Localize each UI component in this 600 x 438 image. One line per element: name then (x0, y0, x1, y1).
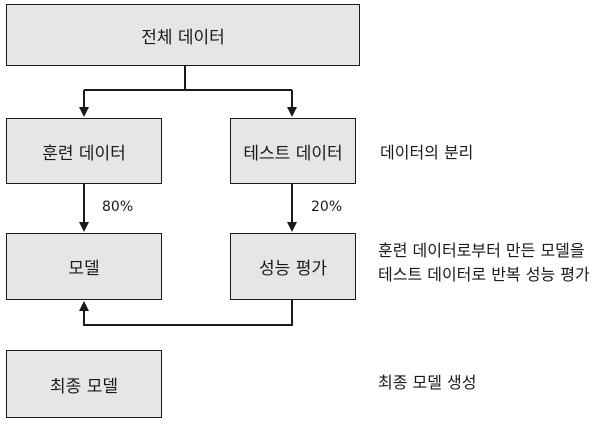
test-percentage: 20% (311, 199, 343, 215)
box-model: 모델 (6, 233, 162, 300)
annotation-evaluation-line1: 훈련 데이터로부터 만든 모델을 (378, 241, 585, 260)
box-train-data: 훈련 데이터 (6, 118, 162, 184)
box-final-model: 최종 모델 (6, 350, 162, 418)
annotation-split: 데이터의 분리 (380, 143, 474, 162)
train-percentage: 80% (102, 199, 134, 215)
box-all-data-label: 전체 데이터 (141, 27, 225, 48)
box-test-data-label: 테스트 데이터 (243, 143, 343, 164)
annotation-final: 최종 모델 생성 (378, 373, 477, 392)
box-final-model-label: 최종 모델 (50, 376, 118, 397)
box-all-data: 전체 데이터 (6, 4, 360, 66)
box-evaluation: 성능 평가 (230, 233, 356, 300)
annotation-evaluation-line2: 테스트 데이터로 반복 성능 평가 (378, 265, 590, 284)
box-evaluation-label: 성능 평가 (259, 259, 327, 279)
box-test-data: 테스트 데이터 (230, 118, 356, 184)
box-train-data-label: 훈련 데이터 (42, 143, 126, 164)
annotation-evaluation: 훈련 데이터로부터 만든 모델을 테스트 데이터로 반복 성능 평가 (378, 239, 590, 287)
box-model-label: 모델 (68, 259, 100, 279)
arrow-evaluation-to-model (79, 300, 293, 326)
